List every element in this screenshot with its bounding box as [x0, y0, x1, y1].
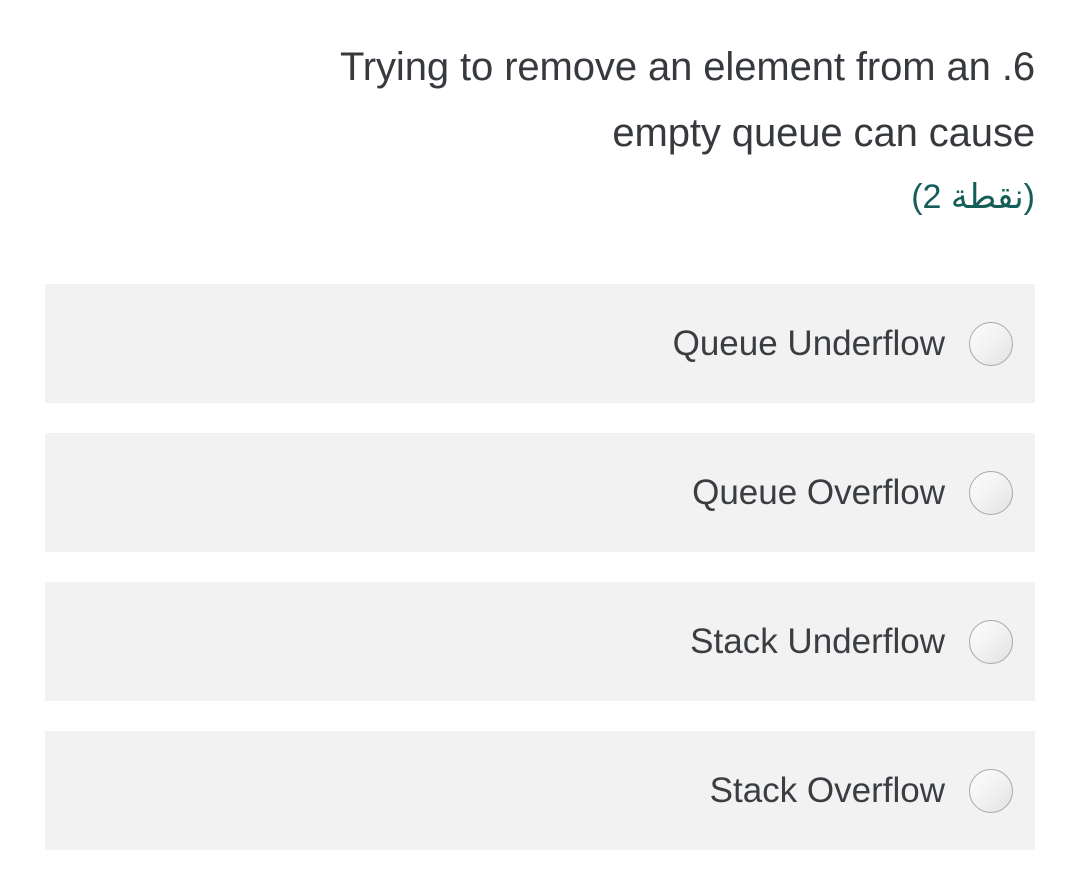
option-row-1[interactable]: Queue Overflow — [45, 433, 1035, 552]
question-header: ‏6. Trying to remove an element from an … — [45, 0, 1035, 226]
question-points-label: (نقطة 2) — [911, 178, 1035, 216]
option-label-2: Stack Underflow — [690, 621, 945, 661]
question-title: ‏6. Trying to remove an element from an … — [339, 45, 1035, 155]
radio-unselected-icon[interactable] — [969, 470, 1013, 515]
question-card: ‏6. Trying to remove an element from an … — [45, 0, 1035, 874]
radio-unselected-icon[interactable] — [969, 321, 1013, 366]
option-row-0[interactable]: Queue Underflow — [45, 284, 1035, 403]
radio-unselected-icon[interactable] — [969, 619, 1013, 664]
option-label-1: Queue Overflow — [692, 472, 945, 512]
options-list: Queue Underflow Queue Overflow Stack Und… — [45, 284, 1035, 850]
option-label-3: Stack Overflow — [709, 770, 945, 810]
option-row-2[interactable]: Stack Underflow — [45, 582, 1035, 701]
option-row-3[interactable]: Stack Overflow — [45, 731, 1035, 850]
radio-unselected-icon[interactable] — [969, 768, 1013, 813]
option-label-0: Queue Underflow — [672, 323, 945, 363]
